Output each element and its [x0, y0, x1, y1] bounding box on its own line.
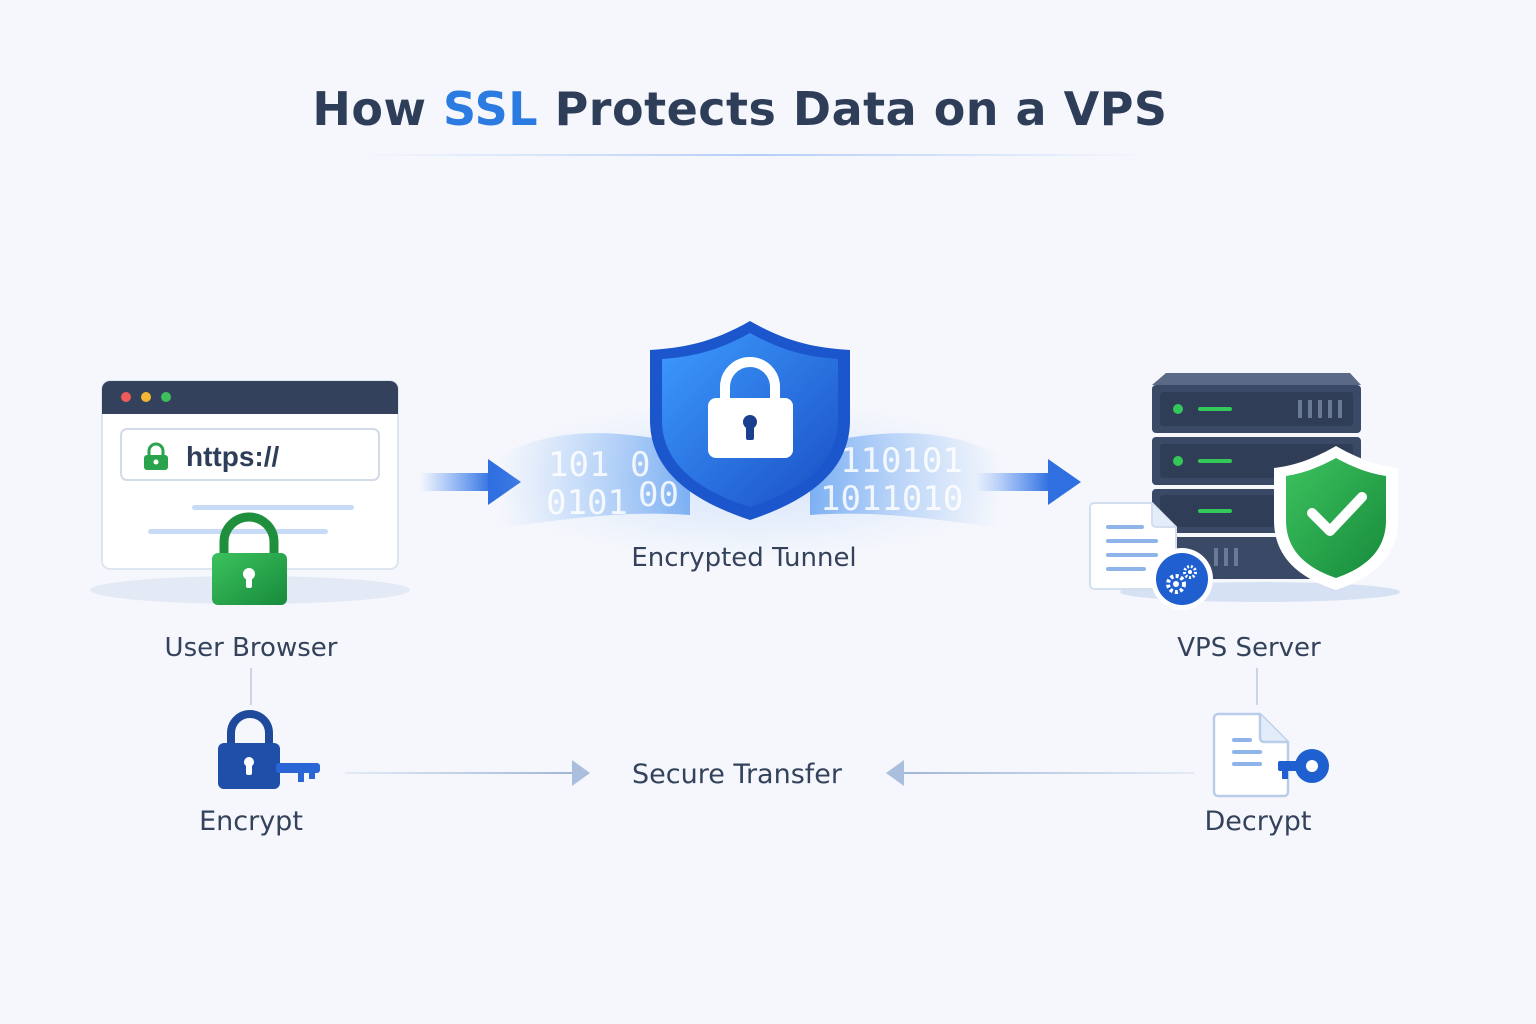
window-minimize-dot [141, 392, 151, 402]
arrow-to-transfer [345, 760, 590, 786]
encrypt-label: Encrypt [199, 806, 303, 837]
binary-text: 0 [630, 445, 650, 485]
page-title: How SSL Protects Data on a VPS [0, 82, 1480, 136]
binary-text: 0101 [546, 483, 628, 523]
binary-text: 101 [548, 445, 609, 485]
window-maximize-dot [161, 392, 171, 402]
address-lock-icon [144, 442, 168, 470]
content-line [192, 505, 354, 510]
browser-lock-icon [212, 512, 287, 605]
title-divider [360, 154, 1150, 156]
browser-label: User Browser [164, 633, 338, 663]
binary-text: 110101 [840, 441, 963, 481]
address-bar[interactable] [120, 428, 380, 481]
ssl-shield-icon [650, 321, 850, 520]
browser-window: https:// [90, 380, 410, 605]
title-suffix: Protects Data on a VPS [538, 82, 1168, 136]
content-line [148, 529, 328, 534]
arrow-from-decrypt [886, 760, 1194, 786]
binary-text: 00 [638, 475, 679, 515]
tunnel-label: Encrypted Tunnel [631, 543, 857, 573]
server-label: VPS Server [1177, 633, 1321, 663]
gear-icon [1151, 548, 1213, 610]
title-prefix: How [312, 82, 444, 136]
window-close-dot [121, 392, 131, 402]
verified-shield-icon [1274, 446, 1398, 590]
secure-transfer-label: Secure Transfer [632, 759, 842, 790]
lock-key-icon [218, 710, 320, 789]
decrypt-label: Decrypt [1204, 806, 1312, 837]
document-key-icon [1212, 712, 1329, 798]
title-accent: SSL [443, 82, 539, 136]
padlock-icon [708, 357, 793, 458]
url-text: https:// [186, 441, 280, 472]
binary-text: 1011010 [820, 479, 963, 519]
